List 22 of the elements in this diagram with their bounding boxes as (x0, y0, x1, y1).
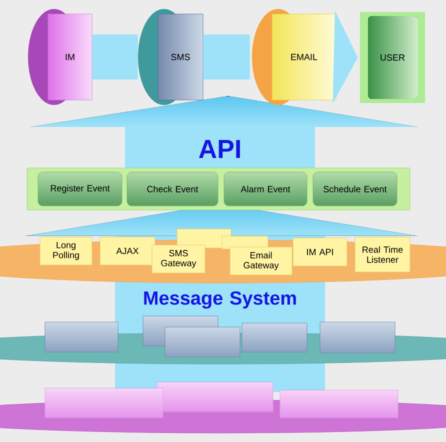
protocol-box: AJAX (100, 236, 156, 266)
flow-band (92, 34, 138, 80)
user-box: USER (360, 12, 425, 103)
protocol-box: Real Time Listener (354, 236, 410, 272)
database-box (44, 322, 118, 352)
event-button: Schedule Event (312, 172, 398, 206)
flow-band (203, 34, 250, 80)
system-box (44, 388, 164, 418)
protocol-box: Long Polling (40, 236, 92, 266)
system-box (280, 390, 398, 418)
event-button: Register Event (38, 172, 122, 206)
module-box: EMAIL (252, 9, 336, 105)
layer-title: API (198, 140, 240, 158)
database-box (320, 322, 396, 354)
event-button: Alarm Event (224, 172, 308, 206)
module-box: SMS (138, 9, 204, 105)
database-box (242, 322, 308, 352)
database-box (164, 326, 240, 358)
module-box: IM (28, 9, 92, 105)
event-button: Check Event (126, 172, 218, 206)
system-box (156, 382, 274, 412)
layer-title: Message System (144, 291, 296, 309)
